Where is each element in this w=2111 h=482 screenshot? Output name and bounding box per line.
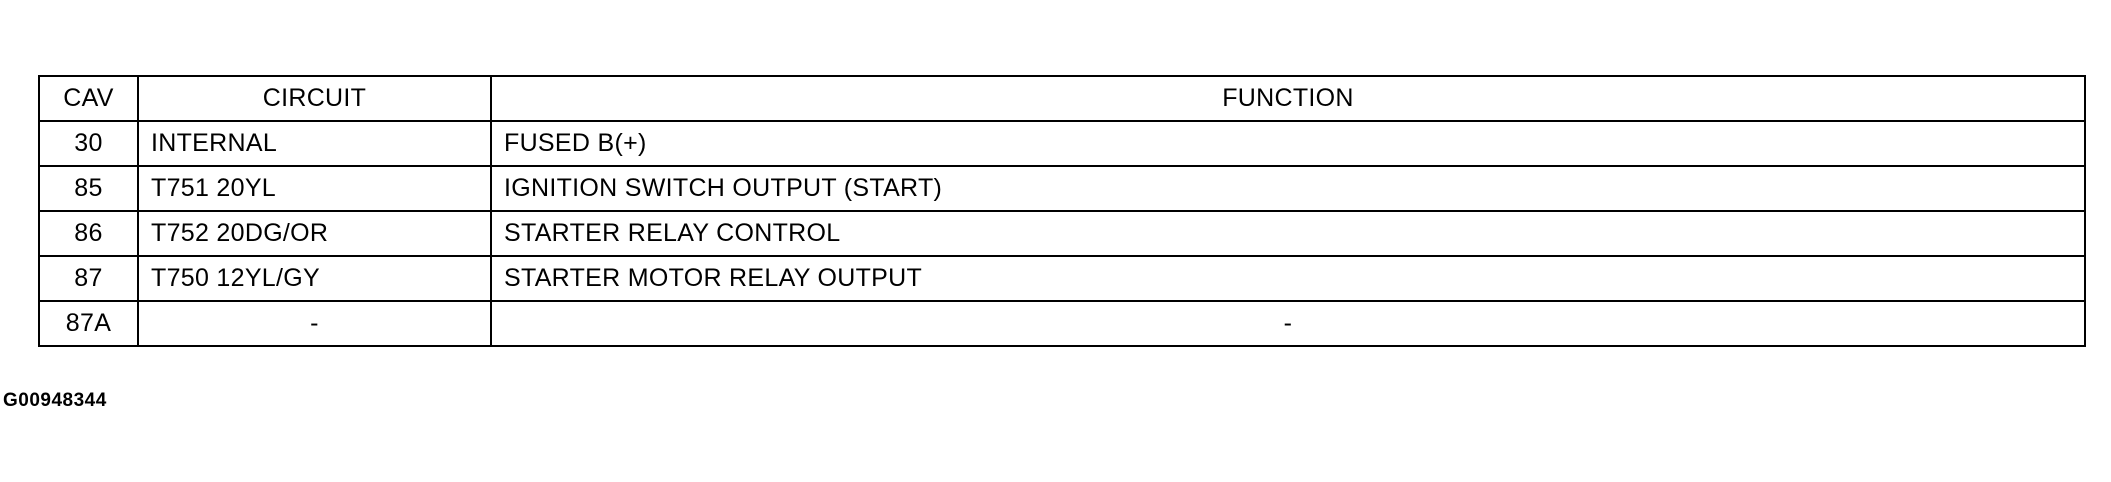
- cavity-cell: 30: [38, 120, 139, 167]
- table-row: 87 T750 12YL/GY STARTER MOTOR RELAY OUTP…: [38, 255, 2086, 302]
- table-row: 86 T752 20DG/OR STARTER RELAY CONTROL: [38, 210, 2086, 257]
- function-cell: FUSED B(+): [490, 120, 2086, 167]
- table-header-row: CAV CIRCUIT FUNCTION: [38, 75, 2086, 122]
- circuit-cell: -: [137, 300, 492, 347]
- function-cell: -: [490, 300, 2086, 347]
- circuit-cell: T751 20YL: [137, 165, 492, 212]
- function-cell: STARTER RELAY CONTROL: [490, 210, 2086, 257]
- header-circuit: CIRCUIT: [137, 75, 492, 122]
- cavity-cell: 85: [38, 165, 139, 212]
- table-row: 87A - -: [38, 300, 2086, 347]
- figure-id-label: G00948344: [3, 390, 107, 411]
- circuit-cell: T752 20DG/OR: [137, 210, 492, 257]
- header-function: FUNCTION: [490, 75, 2086, 122]
- function-cell: IGNITION SWITCH OUTPUT (START): [490, 165, 2086, 212]
- table-row: 85 T751 20YL IGNITION SWITCH OUTPUT (STA…: [38, 165, 2086, 212]
- cavity-cell: 87: [38, 255, 139, 302]
- connector-pinout-table: CAV CIRCUIT FUNCTION 30 INTERNAL FUSED B…: [38, 75, 2086, 347]
- header-cav: CAV: [38, 75, 139, 122]
- circuit-cell: T750 12YL/GY: [137, 255, 492, 302]
- table-row: 30 INTERNAL FUSED B(+): [38, 120, 2086, 167]
- cavity-cell: 86: [38, 210, 139, 257]
- circuit-cell: INTERNAL: [137, 120, 492, 167]
- cavity-cell: 87A: [38, 300, 139, 347]
- function-cell: STARTER MOTOR RELAY OUTPUT: [490, 255, 2086, 302]
